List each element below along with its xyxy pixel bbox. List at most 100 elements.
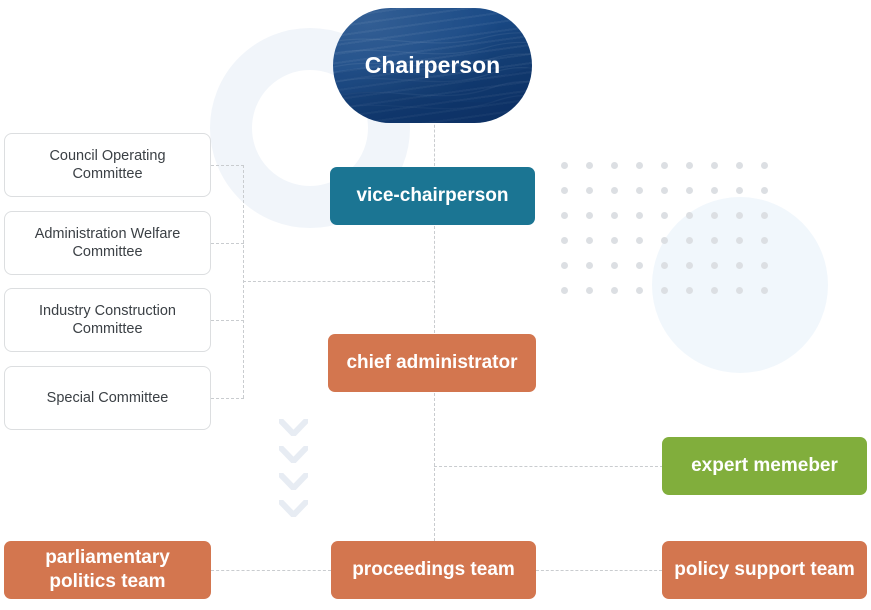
grid-dot — [611, 212, 618, 219]
grid-dot — [711, 162, 718, 169]
grid-dot — [561, 262, 568, 269]
grid-dot — [636, 187, 643, 194]
grid-dot — [586, 287, 593, 294]
grid-dot — [686, 212, 693, 219]
grid-dot — [586, 262, 593, 269]
proceedings-to-policy-line — [536, 570, 662, 571]
node-vice-chairperson-label: vice-chairperson — [356, 185, 509, 207]
trunk-line-chief-to-teams — [434, 393, 435, 541]
grid-dot — [661, 187, 668, 194]
chevron-down-icon — [279, 419, 308, 436]
label-line-1: parliamentary — [45, 547, 170, 569]
grid-dot — [611, 262, 618, 269]
node-vice-chairperson[interactable]: vice-chairperson — [330, 167, 535, 225]
node-parliamentary-politics-team-label: parliamentary politics team — [45, 546, 170, 594]
grid-dot — [736, 262, 743, 269]
grid-dot — [736, 287, 743, 294]
chevron-down-icon — [279, 446, 308, 463]
grid-dot — [736, 187, 743, 194]
grid-dot — [736, 162, 743, 169]
grid-dot — [761, 262, 768, 269]
node-council-operating-committee[interactable]: Council Operating Committee — [4, 133, 211, 197]
label-line-1: Administration Welfare — [34, 225, 181, 242]
label-line-2: politics team — [49, 571, 166, 592]
committee-spine-line — [243, 165, 244, 398]
label-line-1: Council Operating — [49, 147, 166, 164]
node-chairperson-label: Chairperson — [364, 52, 501, 79]
grid-dot — [586, 237, 593, 244]
grid-dot — [661, 162, 668, 169]
circle-decoration — [652, 197, 828, 373]
wave-pattern-icon — [333, 32, 532, 123]
grid-dot — [711, 187, 718, 194]
grid-dot — [661, 212, 668, 219]
chevron-down-icon — [279, 473, 308, 490]
node-special-committee-label: Special Committee — [46, 389, 169, 406]
grid-dot — [561, 162, 568, 169]
grid-dot — [686, 162, 693, 169]
committee-stub-2 — [211, 243, 244, 244]
grid-dot — [761, 237, 768, 244]
grid-dot — [611, 187, 618, 194]
node-chief-administrator[interactable]: chief administrator — [328, 334, 536, 392]
node-special-committee[interactable]: Special Committee — [4, 366, 211, 430]
node-proceedings-team[interactable]: proceedings team — [331, 541, 536, 599]
grid-dot — [761, 287, 768, 294]
node-council-operating-committee-label: Council Operating Committee — [49, 147, 165, 183]
grid-dot — [736, 212, 743, 219]
trunk-to-expert-member-line — [434, 466, 663, 467]
node-expert-member[interactable]: expert memeber — [662, 437, 867, 495]
committee-stub-3 — [211, 320, 244, 321]
node-chairperson[interactable]: Chairperson — [333, 8, 532, 123]
label-line-2: Committee — [72, 244, 143, 260]
grid-dot — [561, 287, 568, 294]
grid-dot — [586, 187, 593, 194]
committee-to-trunk-line — [243, 281, 435, 282]
grid-dot — [611, 237, 618, 244]
node-expert-member-label: expert memeber — [691, 455, 838, 477]
parliamentary-to-proceedings-line — [211, 570, 331, 571]
node-industry-construction-committee[interactable]: Industry Construction Committee — [4, 288, 211, 352]
label-line-2: Committee — [72, 166, 143, 182]
grid-dot — [636, 212, 643, 219]
grid-dot — [711, 262, 718, 269]
grid-dot — [711, 212, 718, 219]
grid-dot — [711, 287, 718, 294]
grid-dot — [711, 237, 718, 244]
dot-grid-decoration — [561, 162, 771, 294]
grid-dot — [586, 212, 593, 219]
node-policy-support-team-label: policy support team — [674, 559, 855, 581]
node-policy-support-team[interactable]: policy support team — [662, 541, 867, 599]
grid-dot — [736, 237, 743, 244]
grid-dot — [611, 287, 618, 294]
node-chief-administrator-label: chief administrator — [346, 352, 518, 374]
label-line-2: Committee — [72, 321, 143, 337]
node-industry-construction-committee-label: Industry Construction Committee — [39, 302, 176, 338]
grid-dot — [586, 162, 593, 169]
node-proceedings-team-label: proceedings team — [352, 559, 515, 581]
grid-dot — [636, 262, 643, 269]
grid-dot — [686, 237, 693, 244]
node-parliamentary-politics-team[interactable]: parliamentary politics team — [4, 541, 211, 599]
grid-dot — [661, 287, 668, 294]
grid-dot — [761, 212, 768, 219]
chevron-down-icon — [279, 500, 308, 517]
grid-dot — [661, 262, 668, 269]
grid-dot — [686, 287, 693, 294]
grid-dot — [761, 187, 768, 194]
grid-dot — [636, 287, 643, 294]
node-administration-welfare-committee[interactable]: Administration Welfare Committee — [4, 211, 211, 275]
grid-dot — [561, 187, 568, 194]
grid-dot — [761, 162, 768, 169]
grid-dot — [686, 187, 693, 194]
grid-dot — [686, 262, 693, 269]
trunk-line-vice-to-chief — [434, 226, 435, 333]
grid-dot — [661, 237, 668, 244]
grid-dot — [636, 237, 643, 244]
label-line-1: Industry Construction — [38, 302, 176, 319]
committee-stub-1 — [211, 165, 244, 166]
grid-dot — [561, 212, 568, 219]
trunk-line-chair-to-vice — [434, 120, 435, 166]
grid-dot — [561, 237, 568, 244]
